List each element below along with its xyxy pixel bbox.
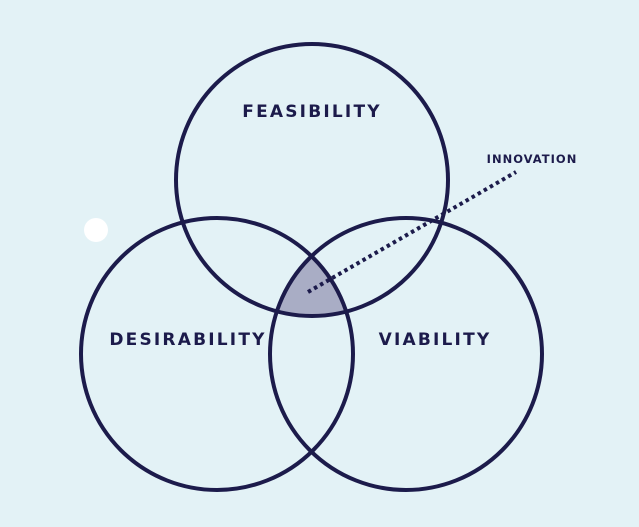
innovation-intersection-region [277, 256, 347, 315]
decorative-dot [84, 218, 108, 242]
viability-circle [268, 216, 544, 492]
viability-label: VIABILITY [379, 330, 492, 350]
feasibility-circle [174, 42, 450, 318]
desirability-circle [79, 216, 355, 492]
innovation-label: INNOVATION [487, 152, 578, 166]
desirability-label: DESIRABILITY [109, 330, 266, 350]
innovation-callout-line [307, 170, 517, 294]
feasibility-label: FEASIBILITY [242, 102, 382, 122]
